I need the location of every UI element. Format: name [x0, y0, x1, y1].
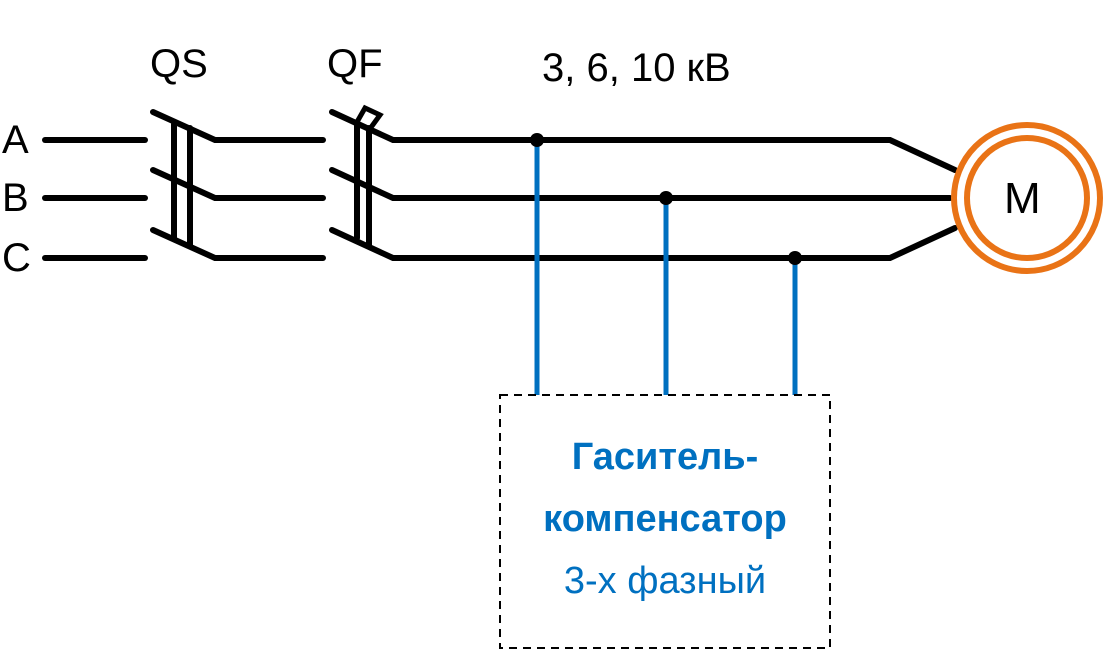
input-lines	[42, 137, 148, 261]
qf-label: QF	[327, 42, 383, 86]
motor-label: M	[1004, 174, 1041, 223]
device-title-line2: компенсатор	[543, 498, 787, 540]
qs-label: QS	[150, 42, 208, 86]
junction-dots	[530, 133, 802, 265]
qs-disconnector-symbol	[150, 109, 326, 261]
motor-symbol	[951, 122, 1103, 274]
qf-breaker-symbol	[329, 104, 958, 261]
compensator-taps	[534, 140, 798, 395]
compensator-box	[499, 394, 831, 649]
device-title-line1: Гаситель-	[571, 436, 759, 478]
phase-b-label: B	[2, 176, 29, 220]
phase-a-label: A	[2, 118, 29, 162]
phase-c-label: C	[2, 236, 31, 280]
voltage-label: 3, 6, 10 кВ	[542, 46, 731, 90]
device-subtitle: 3-х фазный	[563, 560, 767, 602]
